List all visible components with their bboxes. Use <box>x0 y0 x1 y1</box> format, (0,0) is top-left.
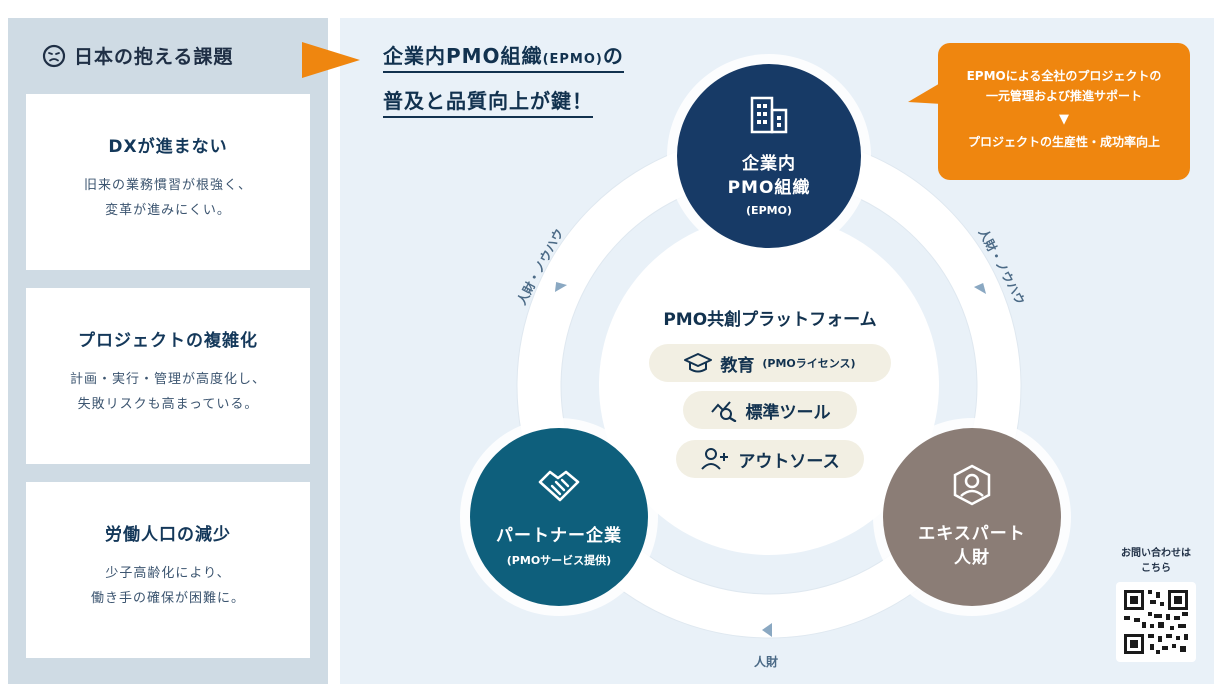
node-label: 人財 <box>954 548 990 568</box>
issues-title: 日本の抱える課題 <box>74 46 234 68</box>
node-sub: (EPMO) <box>746 203 792 217</box>
add-user-icon <box>701 448 729 470</box>
pointer-arrow-icon <box>302 42 360 78</box>
issue-body: 旧来の業務慣習が根強く、 変革が進みにくい。 <box>26 173 310 223</box>
issue-line: 少子高齢化により、 <box>105 566 231 581</box>
chart-search-icon <box>710 401 736 422</box>
platform-item-label: アウトソース <box>738 451 840 472</box>
node-sub: (PMOサービス提供) <box>506 554 612 567</box>
issue-line: 変革が進みにくい。 <box>105 203 231 218</box>
issues-header: 日本の抱える課題 <box>42 42 233 69</box>
handshake-icon <box>538 470 580 502</box>
platform-item-tools: 標準ツール <box>683 391 857 429</box>
contact-line: お問い合わせは <box>1121 548 1191 559</box>
callout-text: EPMOによる全社のプロジェクトの 一元管理および推進サポート <box>938 66 1190 106</box>
down-arrow-icon: ▼ <box>1059 112 1069 127</box>
worried-face-icon <box>42 44 66 67</box>
platform-item-education: 教育 (PMOライセンス) <box>649 344 891 382</box>
headline: 企業内PMO組織(EPMO)の 普及と品質向上が鍵！ <box>383 40 624 118</box>
node-label: エキスパート <box>918 524 1026 544</box>
headline-tail: の <box>602 44 624 68</box>
arc-arrow-right <box>973 283 987 294</box>
callout-line: EPMOによる全社のプロジェクトの <box>966 69 1162 83</box>
callout-result: プロジェクトの生産性・成功率向上 <box>967 135 1160 149</box>
issue-line: 計画・実行・管理が高度化し、 <box>69 372 266 387</box>
person-hexagon-icon <box>953 464 991 506</box>
callout-line: 一元管理および推進サポート <box>985 89 1142 103</box>
headline-line1: 企業内PMO組織(EPMO)の <box>383 40 624 73</box>
arc-arrow-bottom <box>762 623 772 637</box>
headline-small: (EPMO) <box>542 52 603 67</box>
arc-arrow-left <box>554 282 568 292</box>
epmo-node: 企業内 PMO組織 (EPMO) <box>677 64 861 248</box>
headline-line2: 普及と品質向上が鍵！ <box>383 85 593 118</box>
epmo-callout: EPMOによる全社のプロジェクトの 一元管理および推進サポート ▼ プロジェクト… <box>938 43 1190 180</box>
issue-title: DXが進まない <box>108 137 228 157</box>
issue-title: プロジェクトの複雑化 <box>78 331 258 351</box>
arc-label-bottom: 人財 <box>754 655 779 669</box>
contact-qr-code[interactable] <box>1116 582 1196 662</box>
callout-tail <box>908 82 942 104</box>
platform-item-label: 教育 <box>720 355 755 376</box>
node-label: 企業内 <box>742 153 796 174</box>
platform-title: PMO共創プラットフォーム <box>663 310 877 330</box>
graduation-cap-icon <box>684 353 713 373</box>
platform-item-outsource: アウトソース <box>676 440 864 478</box>
node-label: パートナー企業 <box>496 526 622 546</box>
issue-card-labor: 労働人口の減少 少子高齢化により、 働き手の確保が困難に。 <box>26 482 310 658</box>
issue-body: 少子高齢化により、 働き手の確保が困難に。 <box>26 561 310 611</box>
contact-label: お問い合わせは こちら <box>1110 546 1202 576</box>
issue-line: 働き手の確保が困難に。 <box>90 591 245 606</box>
issue-title: 労働人口の減少 <box>105 525 231 545</box>
issue-card-dx: DXが進まない 旧来の業務慣習が根強く、 変革が進みにくい。 <box>26 94 310 270</box>
qr-code-icon <box>1124 590 1188 654</box>
issue-line: 旧来の業務慣習が根強く、 <box>83 178 252 193</box>
building-icon <box>750 96 788 133</box>
headline-text: 企業内PMO組織 <box>383 44 543 68</box>
expert-node: エキスパート 人財 <box>883 428 1061 606</box>
partner-node: パートナー企業 (PMOサービス提供) <box>470 428 648 606</box>
platform-item-label: 標準ツール <box>745 402 831 423</box>
contact-line: こちら <box>1141 563 1171 574</box>
issue-card-complexity: プロジェクトの複雑化 計画・実行・管理が高度化し、 失敗リスクも高まっている。 <box>26 288 310 464</box>
platform-item-sub: (PMOライセンス) <box>762 357 856 370</box>
issue-body: 計画・実行・管理が高度化し、 失敗リスクも高まっている。 <box>26 367 310 417</box>
issue-line: 失敗リスクも高まっている。 <box>77 397 259 412</box>
node-label: PMO組織 <box>727 177 811 198</box>
